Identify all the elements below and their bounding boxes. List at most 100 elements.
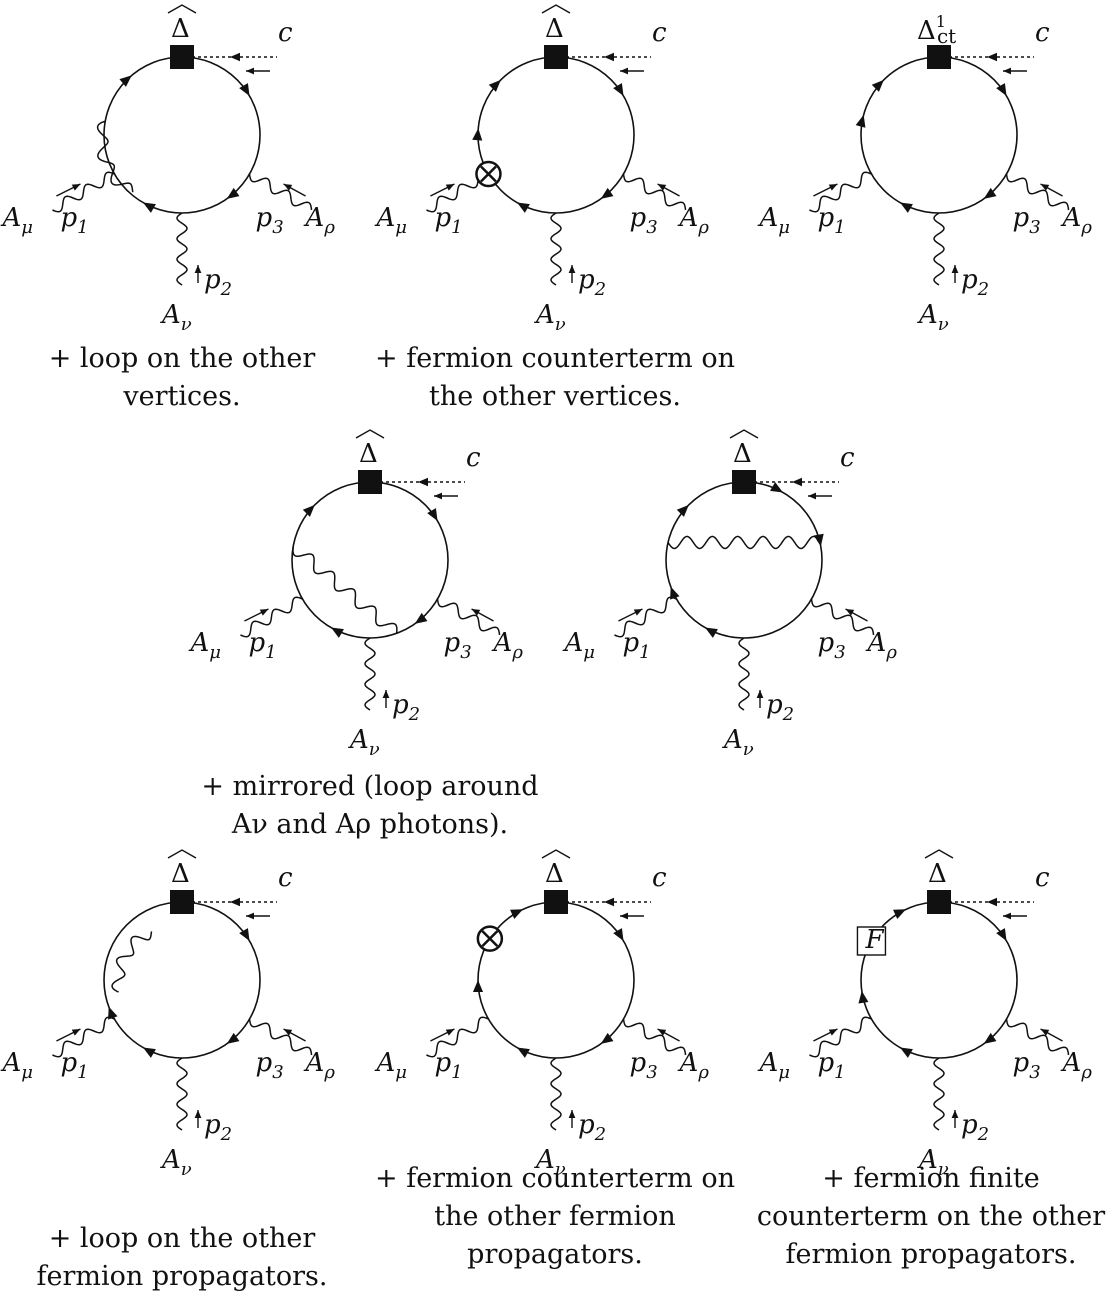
wide-hat [167, 849, 197, 859]
fermion-arrow [568, 265, 576, 273]
caption-line: propagators. [467, 1239, 643, 1270]
fermion-arrow [951, 265, 959, 273]
fermion-arrow [143, 202, 156, 213]
label-A-rho: Aρ [866, 628, 898, 663]
caption-line: + loop on the other [48, 343, 316, 374]
photon-A-mu [52, 1016, 115, 1058]
fermion-arrow [71, 184, 81, 191]
label-A-mu: Aμ [374, 203, 406, 238]
photon-A-mu [52, 171, 115, 213]
label-p3: p3 [256, 203, 284, 238]
caption-loop-propagators: + loop on the other fermion propagators. [2, 1220, 362, 1296]
label-p1: p1 [60, 1048, 88, 1083]
fermion-arrow [471, 609, 481, 616]
fermion-arrow [983, 187, 997, 199]
ghost-label: c [278, 18, 293, 48]
fermion-arrow [143, 1047, 156, 1058]
label-p2: p2 [578, 265, 606, 300]
fermion-arrow [900, 202, 913, 213]
photon-A-nu [550, 1057, 562, 1131]
fermion-arrow [445, 184, 455, 191]
label-A-nu: Aν [917, 1145, 949, 1180]
label-p1: p1 [622, 628, 650, 663]
label-A-mu: Aμ [0, 1048, 32, 1083]
insertion-vertex-icon [170, 45, 194, 69]
fermion-arrow [517, 1047, 530, 1058]
fermion-arrow [1003, 67, 1011, 75]
label-p2: p2 [204, 1110, 232, 1145]
label-A-mu: Aμ [757, 1048, 789, 1083]
fermion-arrow [792, 477, 802, 487]
caption-finite-counterterm: + fermion finite counterterm on the othe… [751, 1160, 1111, 1274]
ghost-label: c [652, 863, 667, 893]
fermion-arrow [1003, 912, 1011, 920]
label-p3: p3 [444, 628, 472, 663]
fermion-arrow [246, 67, 254, 75]
fermion-arrow [414, 612, 428, 624]
label-A-nu: Aν [160, 1145, 192, 1180]
photon-A-rho [622, 173, 687, 211]
photon-A-rho [622, 1018, 687, 1056]
finite-counterterm-box [856, 926, 887, 956]
label-A-rho: Aρ [304, 1048, 336, 1083]
photon-A-nu [364, 637, 376, 711]
caption-line: the other fermion [434, 1201, 676, 1232]
label-A-rho: Aρ [304, 203, 336, 238]
label-A-mu: Aμ [374, 1048, 406, 1083]
fermion-arrow [510, 909, 524, 919]
fermion-arrow [613, 83, 624, 96]
caption-loop-vertices: + loop on the other vertices. [2, 340, 362, 416]
fermion-arrow [445, 1029, 455, 1036]
ghost-label: c [840, 443, 855, 473]
delta-hat-label: Δ [359, 439, 378, 469]
caption-counterterm-vertices: + fermion counterterm on the other verti… [375, 340, 735, 416]
delta-hat-label: Δ [171, 14, 190, 44]
photon-A-nu [176, 1057, 188, 1131]
caption-line: + fermion counterterm on [375, 343, 736, 374]
label-p3: p3 [256, 1048, 284, 1083]
delta-hat-label: Δ [733, 439, 752, 469]
fermion-arrow [858, 990, 869, 1004]
fermion-arrow [893, 909, 907, 919]
insertion-vertex-icon [927, 890, 951, 914]
photon-A-nu [550, 212, 562, 286]
label-A-mu: Aμ [188, 628, 220, 663]
ghost-label: c [1035, 863, 1050, 893]
fermion-arrow [670, 586, 680, 600]
label-p3: p3 [630, 1048, 658, 1083]
fermion-arrow [705, 627, 718, 638]
photon-A-nu [933, 1057, 945, 1131]
caption-line: + loop on the other [48, 1223, 316, 1254]
label-p2: p2 [961, 1110, 989, 1145]
fermion-arrow [239, 83, 250, 96]
label-p3: p3 [1013, 203, 1041, 238]
fermion-arrow [71, 1029, 81, 1036]
fermion-loop [477, 56, 635, 214]
photon-A-rho [810, 598, 875, 636]
caption-line: fermion propagators. [785, 1239, 1077, 1270]
fermion-arrow [302, 504, 315, 517]
label-p2: p2 [392, 690, 420, 725]
fermion-loop [860, 56, 1018, 214]
photon-A-mu [426, 1016, 489, 1058]
insertion-vertex-icon [732, 470, 756, 494]
wide-hat [541, 4, 571, 14]
ghost-label: c [652, 18, 667, 48]
label-A-rho: Aρ [678, 203, 710, 238]
fermion-arrow [418, 477, 428, 487]
photon-A-mu [614, 596, 677, 638]
internal-photon [292, 546, 398, 634]
insertion-vertex-icon [927, 45, 951, 69]
fermion-arrow [983, 1032, 997, 1044]
label-p3: p3 [1013, 1048, 1041, 1083]
insertion-vertex-icon [544, 45, 568, 69]
fermion-arrow [1040, 184, 1050, 191]
label-p3: p3 [630, 203, 658, 238]
